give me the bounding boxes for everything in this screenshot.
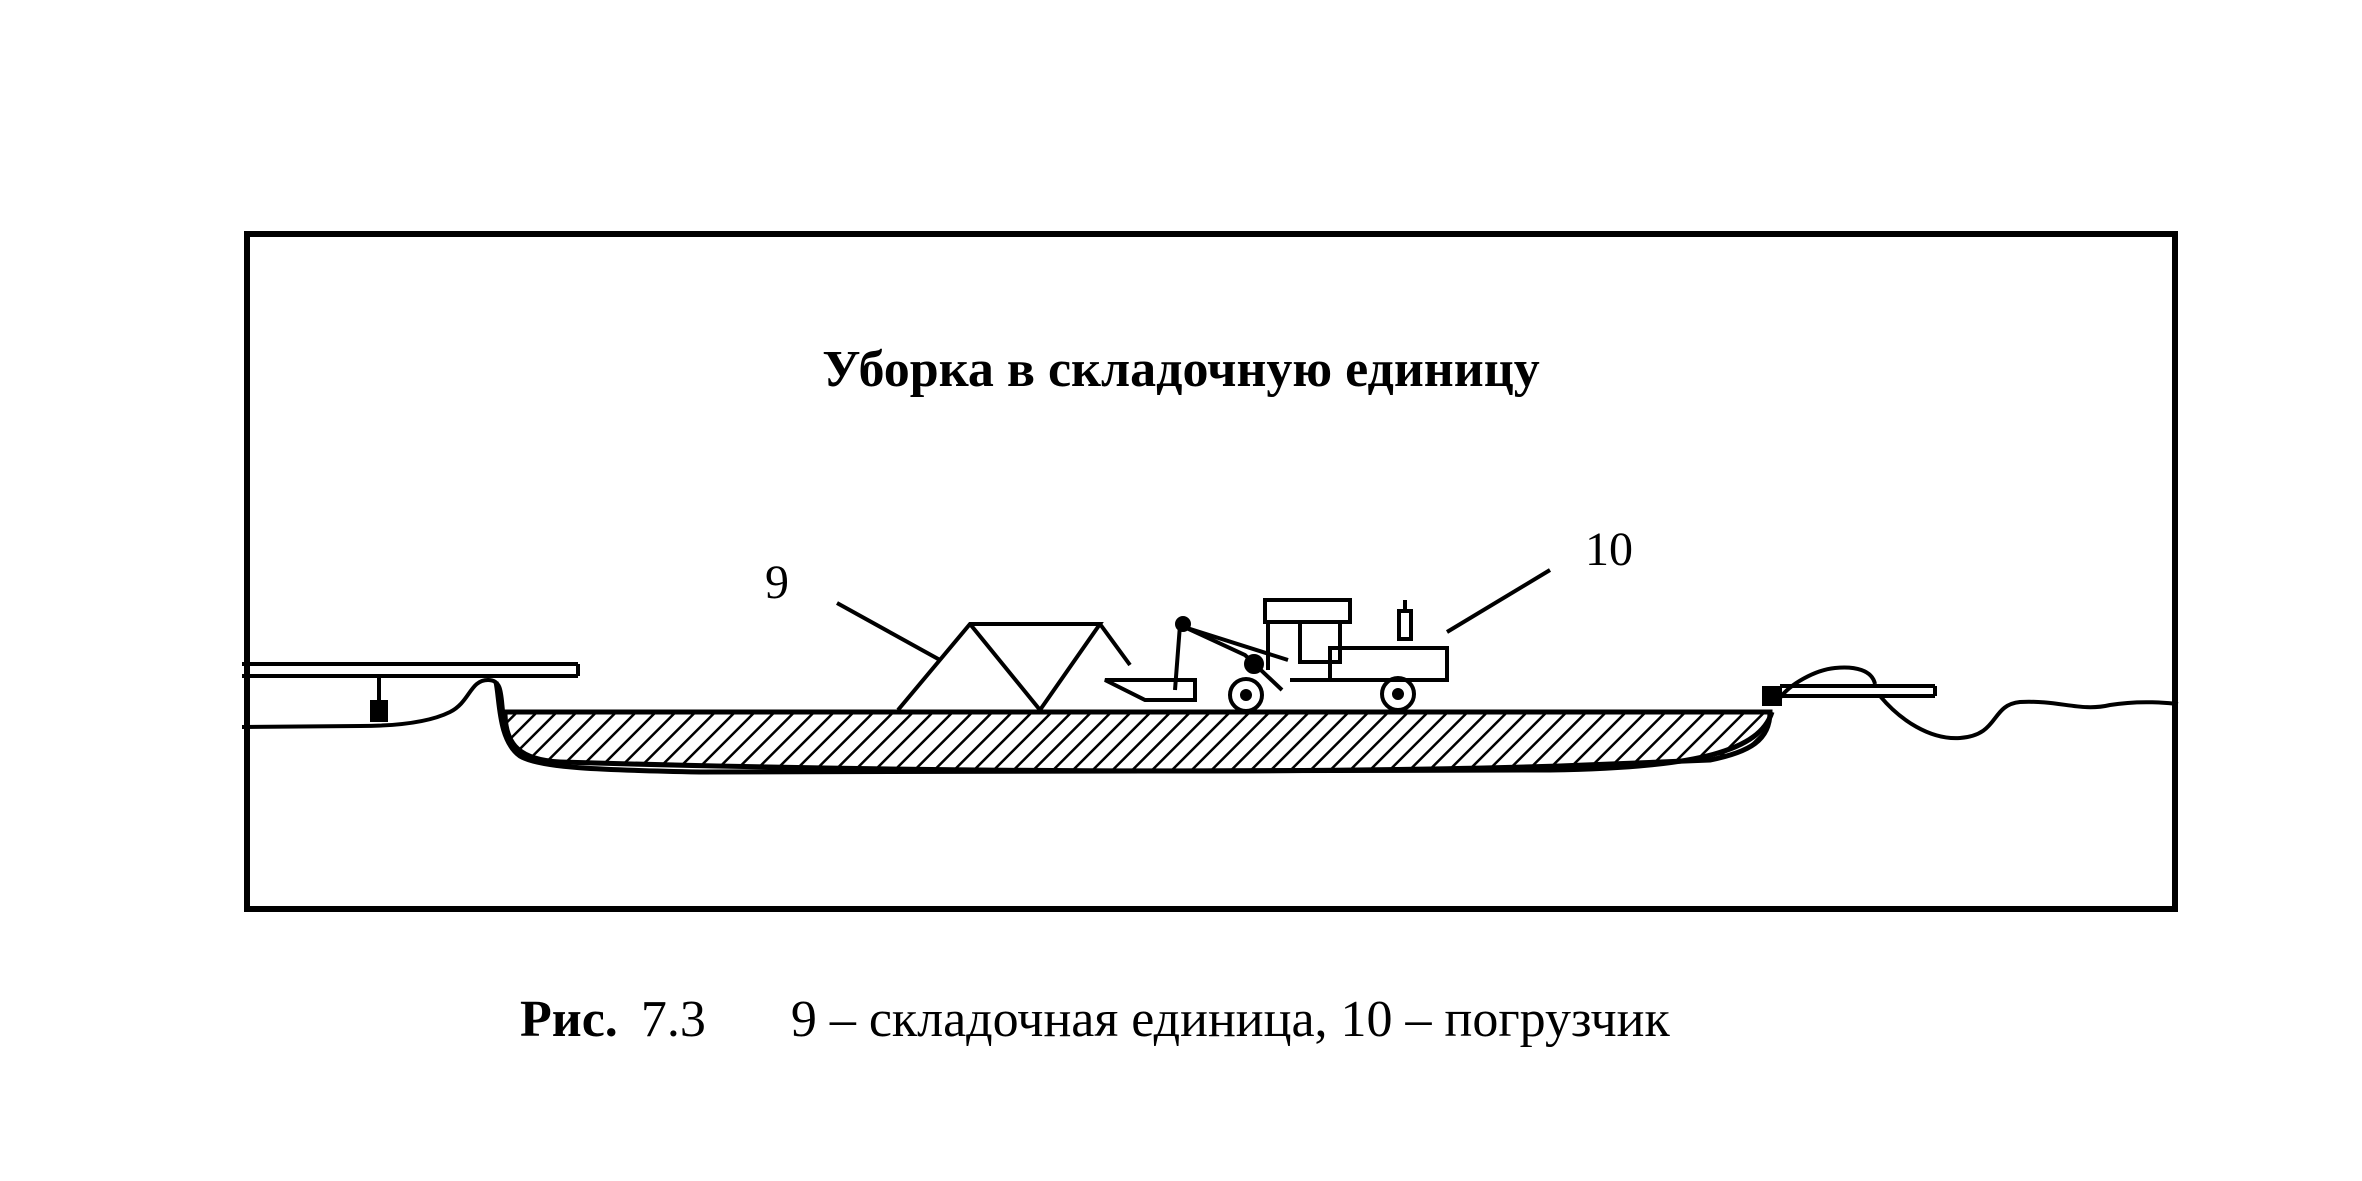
- callout-9-leader: [836, 601, 941, 662]
- ground-line-right: [1878, 694, 2179, 741]
- right-platform: [1762, 665, 1937, 706]
- storage-unit-pile: [896, 622, 1132, 712]
- storage-trench: [502, 709, 1773, 774]
- callout-9-label: 9: [765, 556, 789, 609]
- diagram-title: Уборка в складочную единицу: [822, 341, 1540, 398]
- callout-10-label: 10: [1585, 523, 1633, 576]
- figure-caption: Рис. 7.3 9 – складочная единица, 10 – по…: [520, 990, 1670, 1049]
- loader-machine: [1104, 598, 1449, 713]
- figure-frame: [244, 231, 2178, 912]
- caption-label: Рис.: [520, 991, 618, 1048]
- caption-text: 9 – складочная единица, 10 – погрузчик: [790, 991, 1670, 1048]
- caption-number: 7.3: [640, 991, 706, 1048]
- left-platform: [242, 662, 580, 722]
- ground-line-left: [241, 677, 507, 729]
- callout-10-leader: [1445, 568, 1552, 634]
